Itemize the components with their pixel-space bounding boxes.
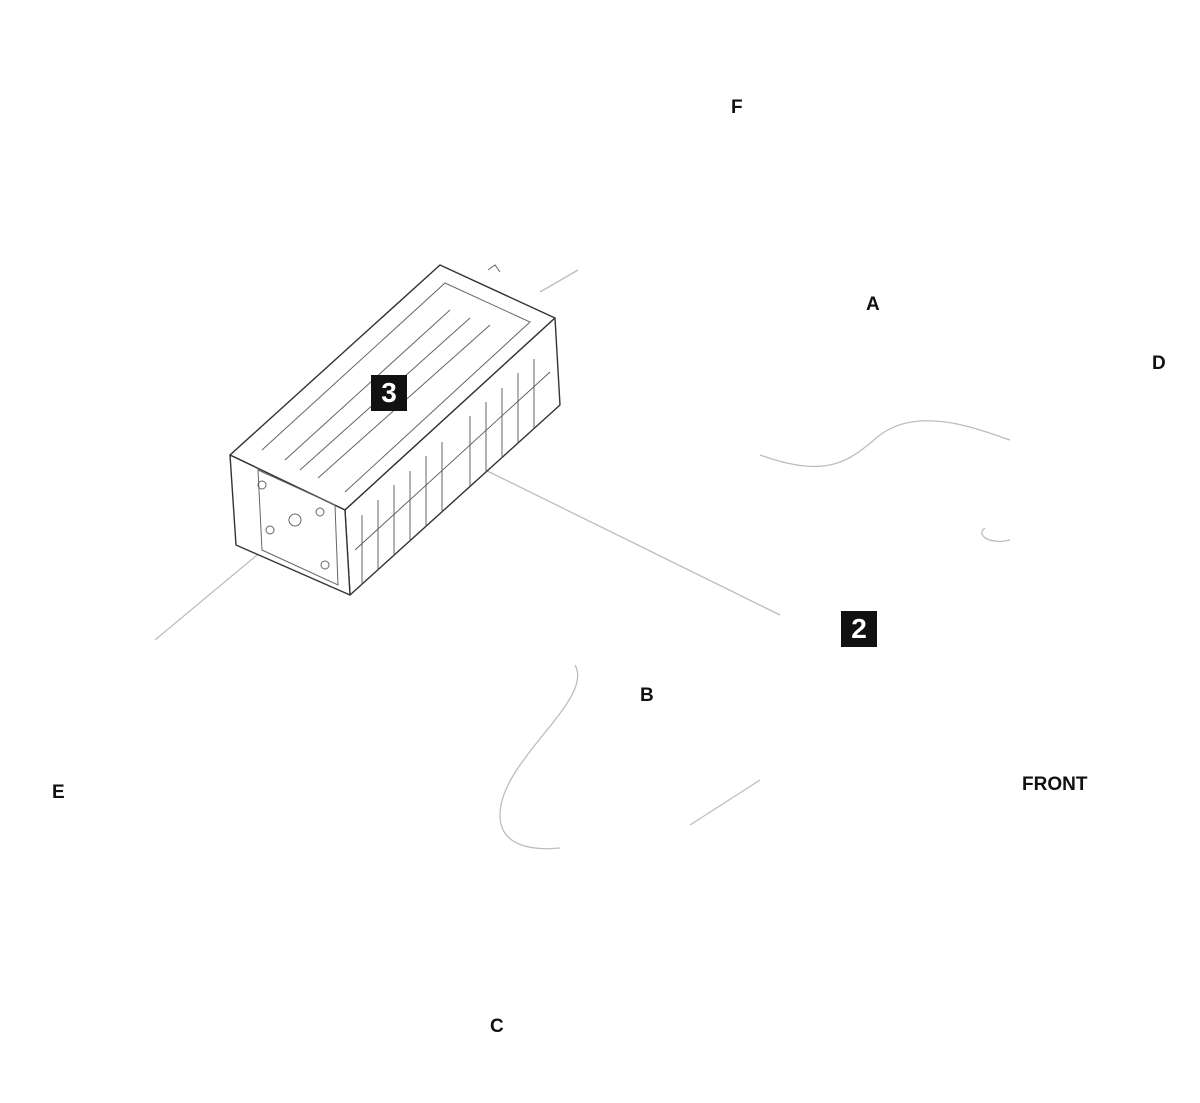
callout-d: D: [1152, 353, 1166, 374]
alignment-guides: [154, 269, 1011, 850]
battery-module-rear: [229, 264, 561, 596]
module-number-badge-3: 3: [371, 375, 407, 411]
module-number-badge-2: 2: [841, 611, 877, 647]
callout-e: E: [52, 782, 65, 803]
callout-b: B: [640, 685, 654, 706]
callout-f: F: [731, 97, 743, 118]
callout-a: A: [866, 294, 880, 315]
front-label: FRONT: [1022, 774, 1088, 795]
callout-c: C: [490, 1016, 504, 1037]
